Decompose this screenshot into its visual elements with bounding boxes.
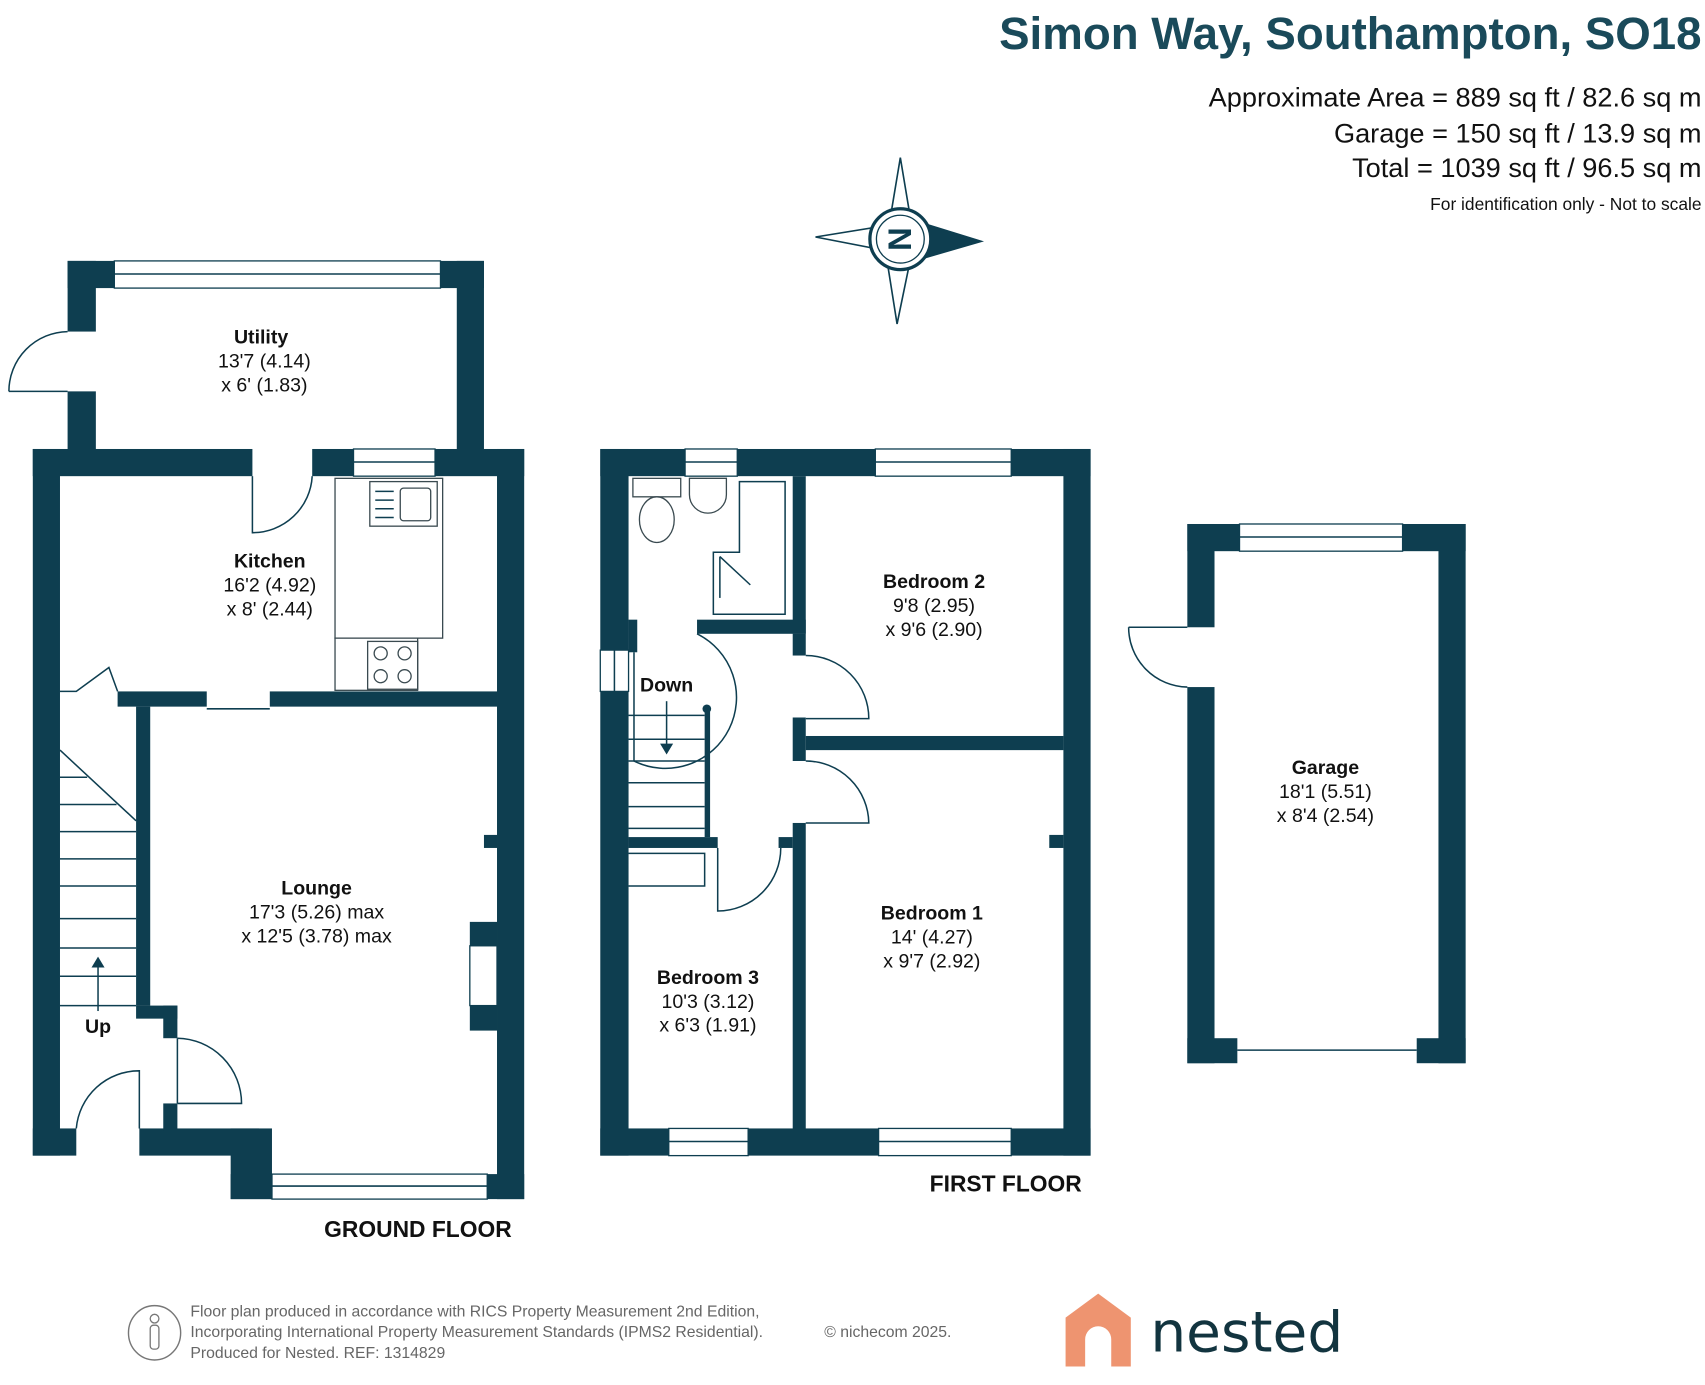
svg-text:x 9'7 (2.92): x 9'7 (2.92) <box>883 951 980 973</box>
footer-line-3: Produced for Nested. REF: 1314829 <box>190 1345 445 1362</box>
disclaimer: For identification only - Not to scale <box>1430 194 1701 214</box>
property-title: Simon Way, Southampton, SO18 <box>999 8 1701 59</box>
svg-text:13'7 (4.14): 13'7 (4.14) <box>218 350 311 372</box>
brand-name: nested <box>1150 1300 1343 1365</box>
svg-text:x 8' (2.44): x 8' (2.44) <box>227 598 313 620</box>
svg-text:Bedroom 2: Bedroom 2 <box>883 571 985 593</box>
first-floor-stairs: Down <box>628 674 706 887</box>
svg-text:x 6'3 (1.91): x 6'3 (1.91) <box>659 1015 756 1037</box>
nested-logo: nested <box>1065 1293 1343 1367</box>
svg-text:x 9'6 (2.90): x 9'6 (2.90) <box>885 619 982 641</box>
ground-floor-plan: Up <box>8 260 525 1200</box>
svg-text:Lounge: Lounge <box>281 878 352 900</box>
footer-line-1: Floor plan produced in accordance with R… <box>190 1304 759 1321</box>
room-bedroom-1: Bedroom 1 14' (4.27) x 9'7 (2.92) <box>881 903 983 973</box>
svg-text:Bedroom 1: Bedroom 1 <box>881 903 983 925</box>
approx-area: Approximate Area = 889 sq ft / 82.6 sq m <box>1209 82 1702 113</box>
room-garage: Garage 18'1 (5.51) x 8'4 (2.54) <box>1277 757 1374 827</box>
room-bedroom-3: Bedroom 3 10'3 (3.12) x 6'3 (1.91) <box>657 967 759 1037</box>
svg-text:14' (4.27): 14' (4.27) <box>891 927 973 949</box>
svg-text:10'3 (3.12): 10'3 (3.12) <box>661 991 754 1013</box>
first-floor-label: FIRST FLOOR <box>930 1170 1082 1196</box>
ground-floor-label: GROUND FLOOR <box>324 1216 512 1242</box>
svg-text:Kitchen: Kitchen <box>234 550 306 572</box>
garage-area: Garage = 150 sq ft / 13.9 sq m <box>1334 117 1702 148</box>
stairs-down-label: Down <box>640 674 693 696</box>
copyright: © nichecom 2025. <box>824 1324 951 1341</box>
svg-text:9'8 (2.95): 9'8 (2.95) <box>893 595 975 617</box>
room-lounge: Lounge 17'3 (5.26) max x 12'5 (3.78) max <box>241 878 392 948</box>
svg-text:Utility: Utility <box>234 327 288 349</box>
footer-line-2: Incorporating International Property Mea… <box>190 1324 763 1341</box>
room-utility: Utility 13'7 (4.14) x 6' (1.83) <box>218 327 311 397</box>
garage-plan <box>1127 523 1466 1064</box>
compass-icon: N <box>815 157 985 325</box>
ground-stairs: Up <box>59 749 137 1038</box>
svg-text:x 6' (1.83): x 6' (1.83) <box>221 374 307 396</box>
compass-north-label: N <box>881 227 918 251</box>
svg-text:18'1 (5.51): 18'1 (5.51) <box>1279 781 1372 803</box>
first-floor-plan: Down <box>599 448 1091 1157</box>
svg-text:16'2 (4.92): 16'2 (4.92) <box>223 574 316 596</box>
room-bedroom-2: Bedroom 2 9'8 (2.95) x 9'6 (2.90) <box>883 571 985 641</box>
svg-text:x 8'4 (2.54): x 8'4 (2.54) <box>1277 805 1374 827</box>
total-area: Total = 1039 sq ft / 96.5 sq m <box>1352 152 1701 183</box>
ipms-icon <box>127 1304 182 1361</box>
svg-text:Garage: Garage <box>1292 757 1359 779</box>
svg-text:Bedroom 3: Bedroom 3 <box>657 967 759 989</box>
svg-text:x 12'5 (3.78) max: x 12'5 (3.78) max <box>241 926 392 948</box>
room-kitchen: Kitchen 16'2 (4.92) x 8' (2.44) <box>223 550 316 620</box>
svg-text:17'3 (5.26) max: 17'3 (5.26) max <box>249 902 384 924</box>
stairs-up-label: Up <box>85 1016 111 1038</box>
